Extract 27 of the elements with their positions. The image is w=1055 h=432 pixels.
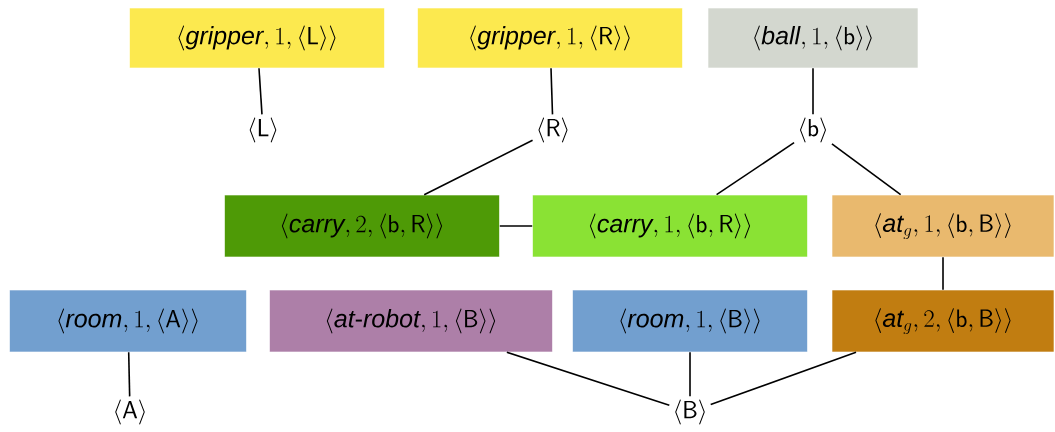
label-box: $\langle \mathit{room}, 1, \langle \mathsf{A} \rangle\rangle$ (9, 289, 247, 353)
node-label: $\langle \mathsf{A} \rangle$ (115, 399, 145, 425)
label-box: $\langle \mathit{carry}, 1, \langle \mathsf{b}, \mathsf{R} \rangle\rangle$ (532, 194, 808, 258)
node-label: $\langle \mathsf{B} \rangle$ (675, 399, 705, 425)
connector-line (550, 67, 554, 116)
connector-line (506, 351, 671, 407)
node-label: $\langle \mathsf{R} \rangle$ (538, 117, 568, 143)
connector-line (127, 351, 131, 398)
label-box: $\langle \mathit{at}_g, 2, \langle \mathsf{b}, \mathsf{B} \rangle\rangle$ (831, 289, 1055, 353)
connector-line (831, 143, 902, 196)
connector-line (715, 141, 795, 196)
label-box: $\langle \mathit{ball}, 1, \langle \mathsf{b} \rangle\rangle$ (707, 7, 919, 69)
node-label: $\langle \mathsf{L} \rangle$ (249, 117, 277, 143)
label-box: $\langle \mathit{at}_g, 1, \langle \mathsf{b}, \mathsf{B} \rangle\rangle$ (831, 194, 1055, 258)
connector-line (812, 67, 814, 116)
label-box: $\langle \mathit{room}, 1, \langle \mathsf{B} \rangle\rangle$ (572, 289, 808, 353)
connector-line (258, 67, 263, 116)
connector-line (423, 139, 534, 196)
node-label: $\langle \mathsf{b} \rangle$ (800, 117, 826, 143)
connector-line (689, 351, 691, 398)
connector-line (499, 225, 533, 227)
connector-line (942, 256, 944, 291)
connector-line (709, 351, 857, 406)
label-box: $\langle \mathit{gripper}, 1, \langle \mathsf{L} \rangle\rangle$ (129, 7, 385, 69)
label-box: $\langle \mathit{at\text{-}robot}, 1, \langle \mathsf{B} \rangle\rangle$ (269, 289, 553, 353)
label-box: $\langle \mathit{gripper}, 1, \langle \mathsf{R} \rangle\rangle$ (417, 7, 683, 69)
label-box: $\langle \mathit{carry}, 2, \langle \mathsf{b}, \mathsf{R} \rangle\rangle$ (224, 194, 500, 258)
